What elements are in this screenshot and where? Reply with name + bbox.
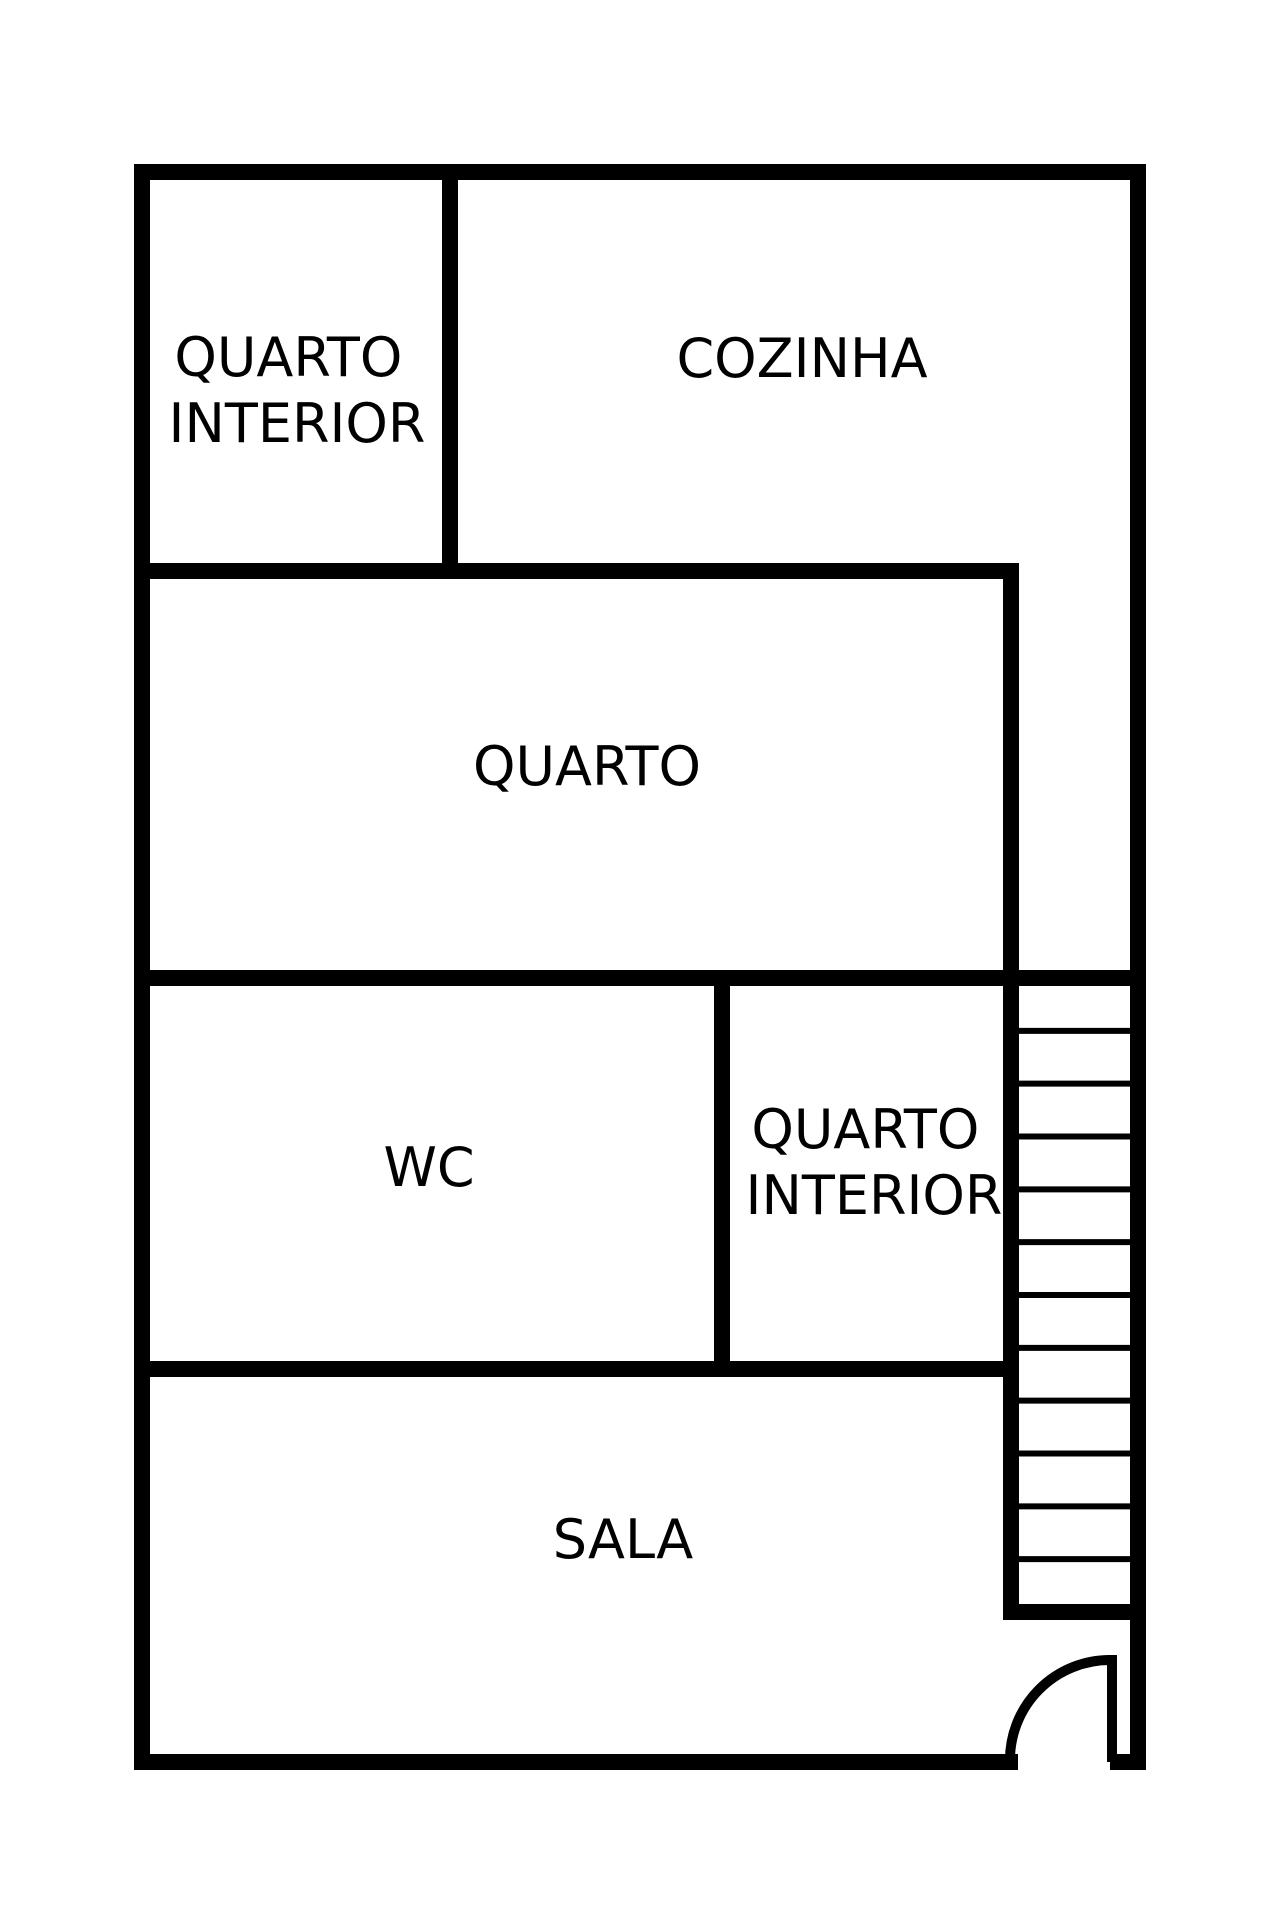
- room-label-line: QUARTO: [174, 326, 402, 389]
- staircase: [1011, 1027, 1138, 1563]
- room-label-wc: WC: [383, 1136, 474, 1199]
- room-label-quarto: QUARTO: [473, 735, 701, 798]
- room-label-cozinha: COZINHA: [676, 327, 927, 390]
- room-label-line: INTERIOR: [746, 1164, 1003, 1227]
- wall-quarto-top: [134, 563, 1146, 1620]
- room-label-line: INTERIOR: [169, 392, 426, 455]
- room-label-quarto-interior-mid: QUARTO INTERIOR: [746, 1098, 1003, 1227]
- room-label-line: QUARTO: [751, 1098, 979, 1161]
- entrance-door-swing: [1004, 1655, 1111, 1763]
- room-label-quarto-interior-top: QUARTO INTERIOR: [169, 326, 426, 455]
- outer-wall: [134, 164, 1146, 1770]
- room-label-sala: SALA: [553, 1508, 694, 1571]
